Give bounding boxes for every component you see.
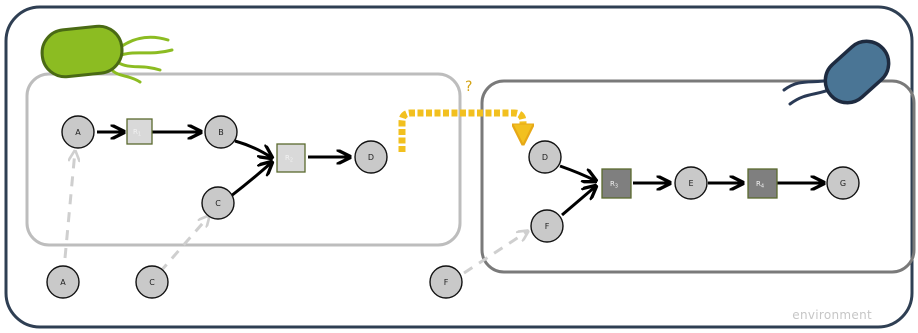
external-c-node: C bbox=[135, 265, 169, 299]
svg-text:A: A bbox=[75, 128, 81, 137]
svg-text:R4: R4 bbox=[756, 180, 764, 190]
metabolite-e-node: E bbox=[674, 166, 708, 200]
metabolite-b-node: B bbox=[204, 115, 238, 149]
bacterium-blue-icon bbox=[782, 39, 891, 106]
metabolite-a-node: A bbox=[61, 115, 95, 149]
metabolite-g-node: G bbox=[826, 166, 860, 200]
svg-text:G: G bbox=[840, 179, 846, 188]
arrow-d-to-r3 bbox=[559, 164, 596, 181]
arrow-b-to-r2 bbox=[234, 139, 272, 158]
arrow-f-to-r3 bbox=[561, 186, 596, 217]
arrow-c-to-r2 bbox=[230, 162, 272, 198]
uptake-arrow-f bbox=[463, 231, 528, 275]
metabolite-c-node: C bbox=[201, 186, 235, 220]
svg-text:C: C bbox=[215, 199, 221, 208]
transfer-question-mark: ? bbox=[465, 79, 472, 95]
svg-text:E: E bbox=[688, 179, 693, 188]
reaction-r3-node: R3 bbox=[601, 168, 632, 199]
svg-text:B: B bbox=[218, 128, 224, 137]
environment-label: environment bbox=[792, 308, 872, 322]
svg-text:D: D bbox=[368, 153, 374, 162]
svg-text:R3: R3 bbox=[610, 180, 618, 190]
svg-text:F: F bbox=[545, 222, 550, 231]
bacterium-green-icon bbox=[40, 24, 174, 84]
organism-2-compartment bbox=[480, 79, 916, 274]
svg-text:D: D bbox=[542, 153, 548, 162]
transfer-arrow bbox=[398, 109, 523, 152]
svg-text:C: C bbox=[149, 278, 155, 287]
reaction-r4-node: R4 bbox=[747, 168, 778, 199]
reaction-r2-node: R2 bbox=[276, 143, 306, 173]
metabolite-f-node: F bbox=[530, 209, 564, 243]
uptake-arrow-c bbox=[158, 216, 209, 273]
external-a-node: A bbox=[46, 265, 80, 299]
svg-text:F: F bbox=[444, 278, 449, 287]
svg-text:R1: R1 bbox=[133, 128, 141, 138]
metabolite-d-node: D bbox=[354, 140, 388, 174]
organism-1-compartment bbox=[25, 72, 462, 247]
svg-text:R2: R2 bbox=[285, 154, 293, 164]
external-f-node: F bbox=[429, 265, 463, 299]
svg-text:A: A bbox=[60, 278, 66, 287]
metabolite-d-node-2: D bbox=[528, 140, 562, 174]
reaction-r1-node: R1 bbox=[126, 118, 153, 145]
